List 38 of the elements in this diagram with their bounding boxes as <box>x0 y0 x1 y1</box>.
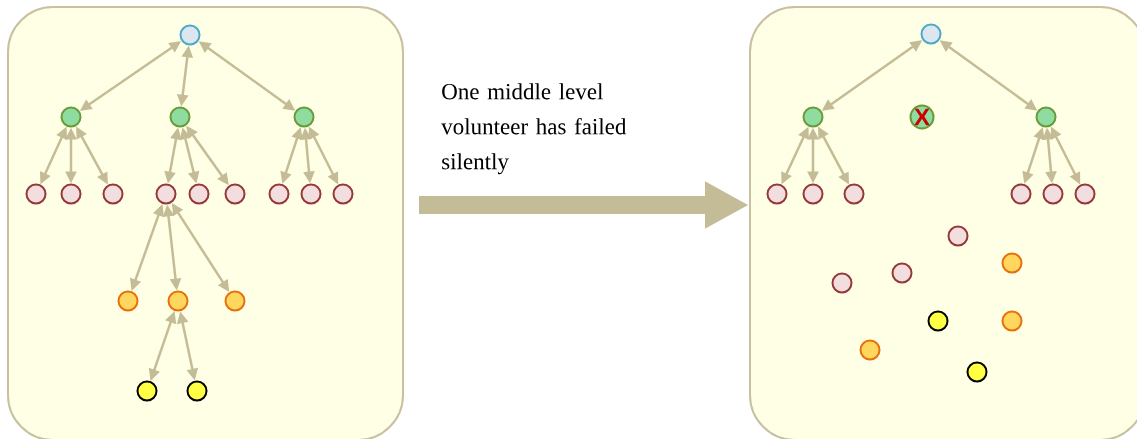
node-circle <box>947 225 969 247</box>
node-circle <box>167 290 189 312</box>
node-circle <box>136 380 158 402</box>
node-circle <box>1042 183 1064 205</box>
node-circle <box>102 183 124 205</box>
node-circle <box>859 339 881 361</box>
node-circle <box>891 262 913 284</box>
node-circle <box>766 183 788 205</box>
node-circle <box>224 183 246 205</box>
node-circle <box>332 183 354 205</box>
node-circle <box>179 24 201 46</box>
edge-label: One middle level volunteer has failed silently <box>441 83 627 175</box>
node-circle <box>60 106 82 128</box>
node-circle <box>268 183 290 205</box>
node-circle <box>186 380 208 402</box>
node-circle <box>169 106 191 128</box>
node-circle <box>966 361 988 383</box>
node-circle <box>1035 106 1057 128</box>
node-circle <box>224 290 246 312</box>
rounded-panel <box>7 6 404 439</box>
node-circle <box>802 183 824 205</box>
node-circle <box>293 106 315 128</box>
node-circle <box>831 272 853 294</box>
node-circle <box>802 106 824 128</box>
node-circle <box>1001 310 1023 332</box>
node-circle <box>188 183 210 205</box>
node-circle <box>1001 252 1023 274</box>
node-circle <box>60 183 82 205</box>
node-circle <box>117 290 139 312</box>
node-circle <box>920 23 942 45</box>
node-circle <box>843 183 865 205</box>
node-circle <box>1010 183 1032 205</box>
rounded-panel <box>749 6 1137 439</box>
node-circle <box>25 183 47 205</box>
node-circle <box>155 183 177 205</box>
node-circle <box>1074 183 1096 205</box>
node-circle <box>927 310 949 332</box>
node-circle <box>300 183 322 205</box>
